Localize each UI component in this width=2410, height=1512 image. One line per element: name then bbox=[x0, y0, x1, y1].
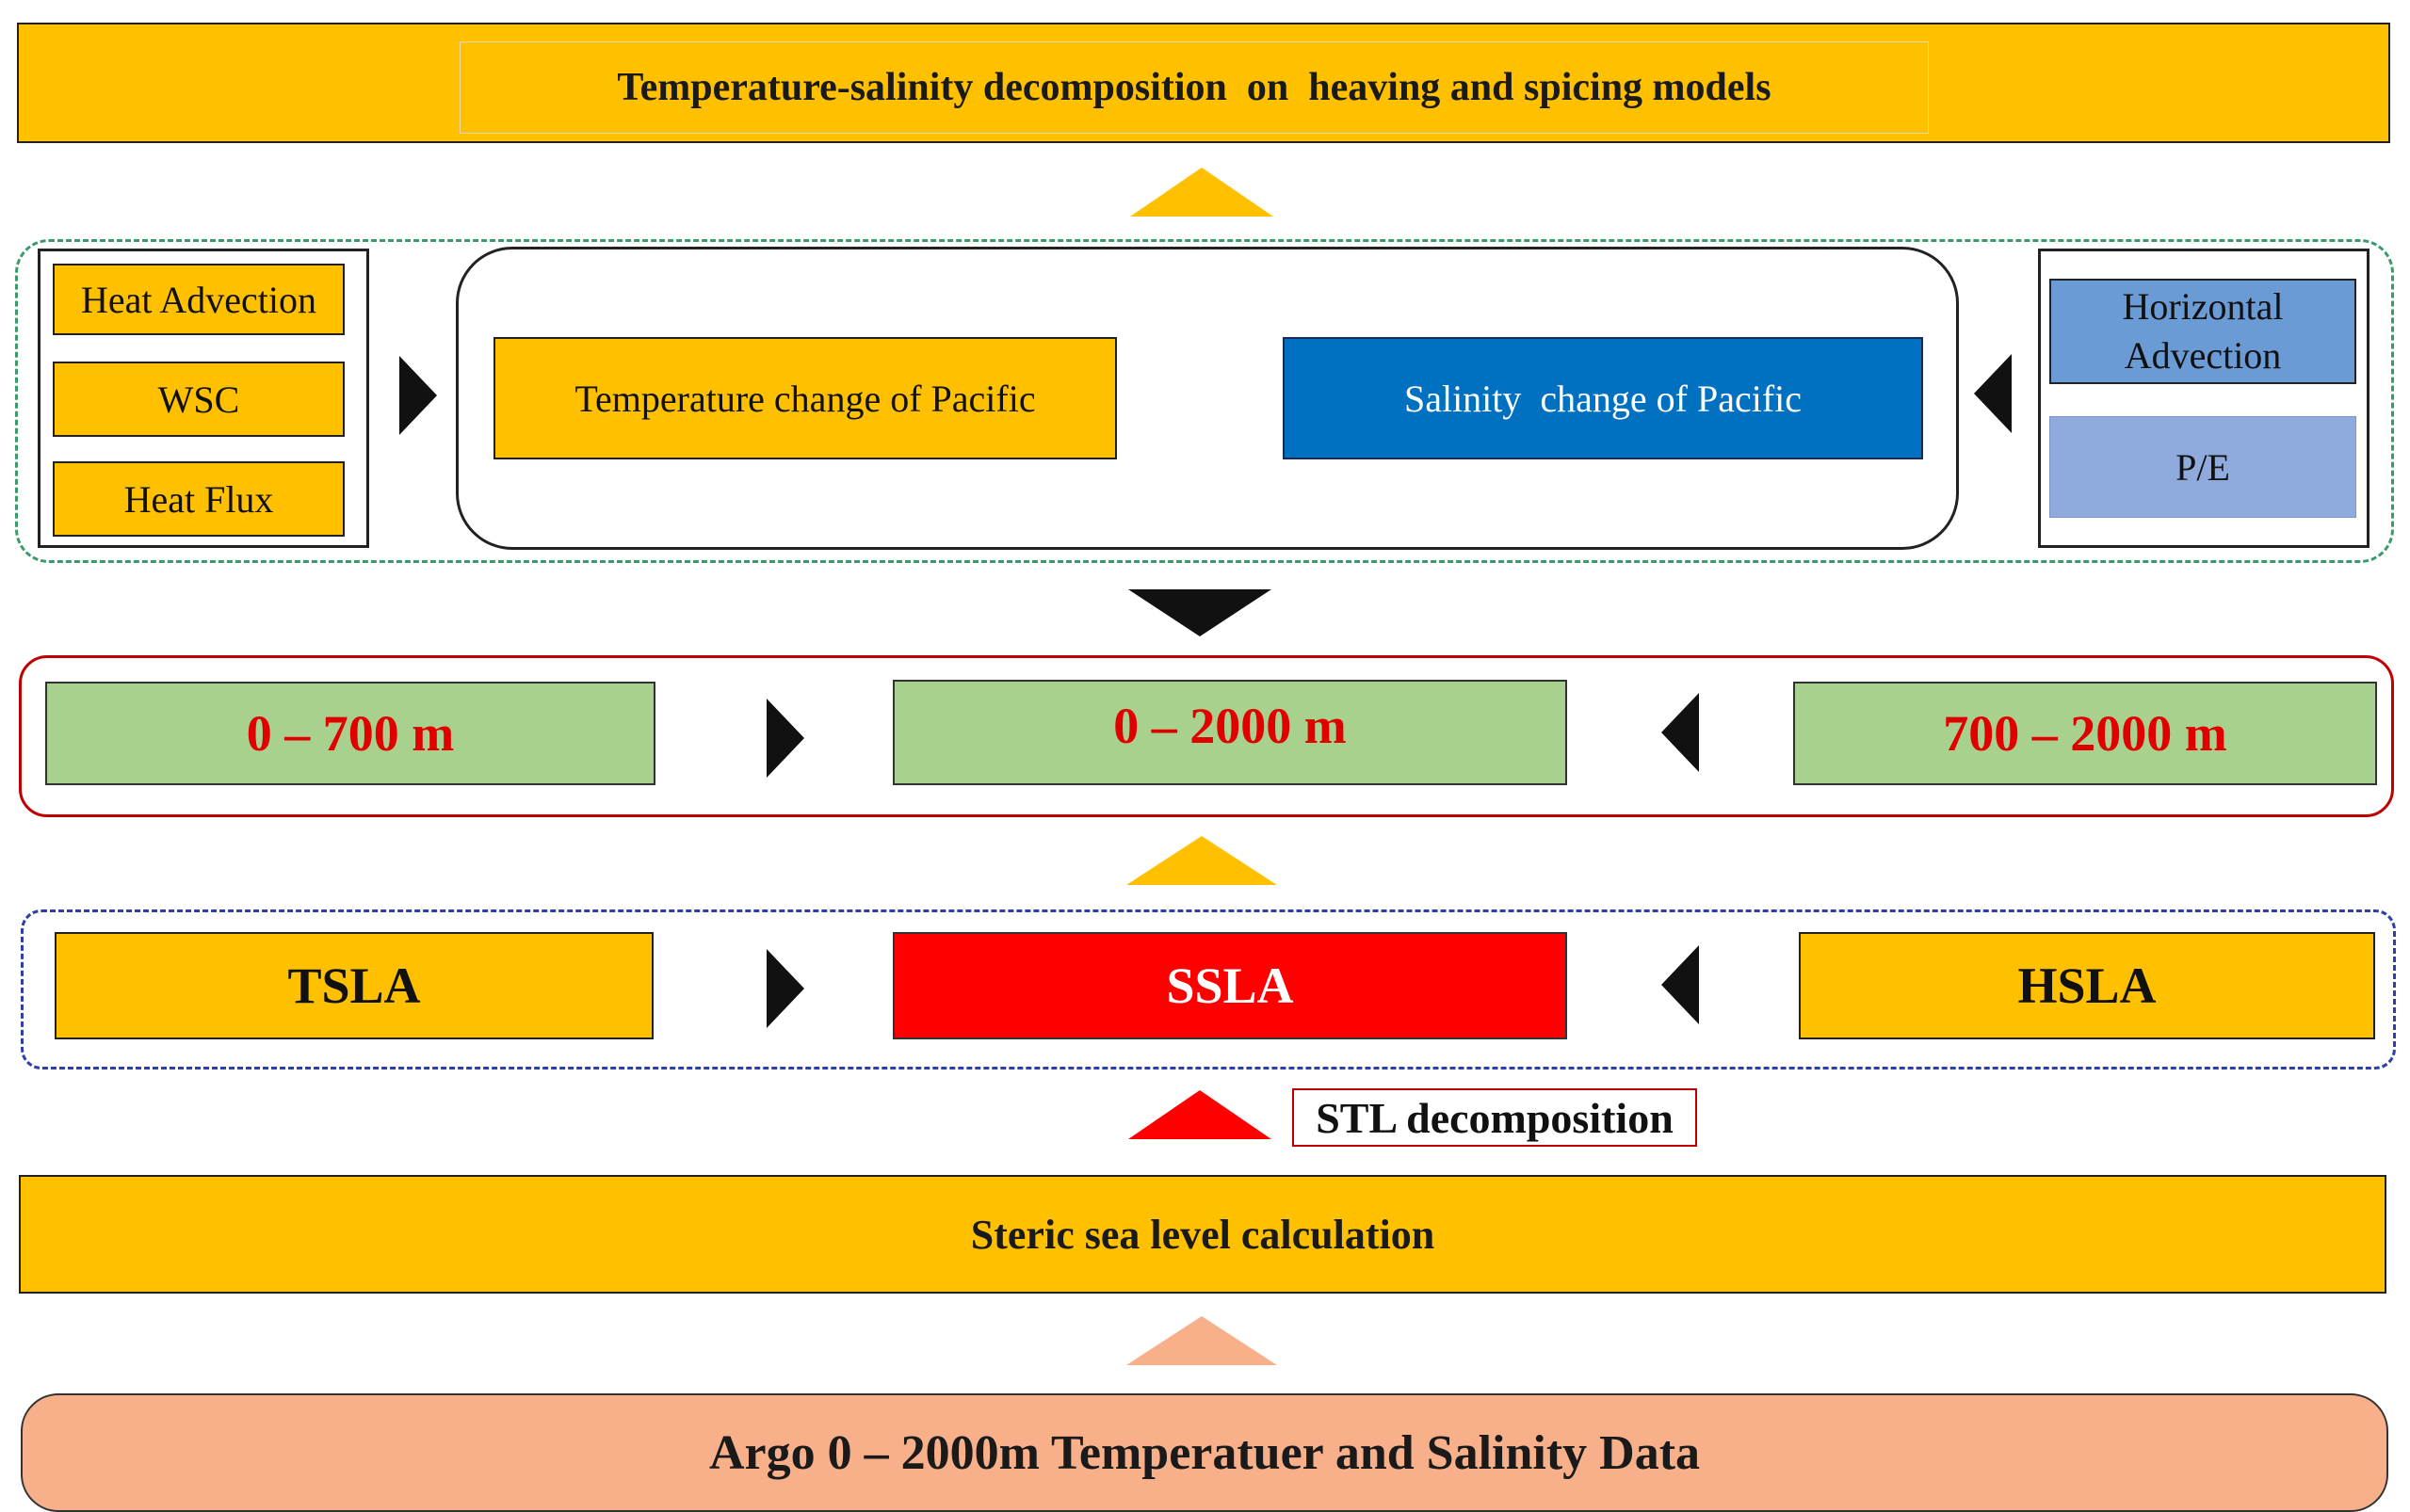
arrow-left-black-2-icon bbox=[1661, 693, 1699, 772]
arrow-up-peach-icon bbox=[1126, 1316, 1277, 1365]
depth-layer-0-2000: 0 – 2000 m bbox=[893, 680, 1567, 785]
driver-p-e: P/E bbox=[2049, 416, 2356, 518]
arrow-left-black-3-icon bbox=[1661, 945, 1699, 1024]
depth-layers-group bbox=[19, 655, 2394, 817]
arrow-up-red-icon bbox=[1128, 1090, 1271, 1139]
components-group bbox=[21, 909, 2396, 1070]
arrow-up-yellow-1-icon bbox=[1130, 168, 1273, 217]
driver-heat-flux: Heat Flux bbox=[53, 461, 345, 537]
arrow-right-black-3-icon bbox=[767, 949, 804, 1028]
factors-group bbox=[15, 239, 2394, 563]
argo-data-box: Argo 0 – 2000m Temperatuer and Salinity … bbox=[21, 1393, 2388, 1512]
arrow-up-yellow-2-icon bbox=[1126, 836, 1277, 885]
driver-wsc: WSC bbox=[53, 362, 345, 437]
driver-heat-advection: Heat Advection bbox=[53, 264, 345, 335]
top-banner bbox=[17, 23, 2390, 143]
depth-layer-700-2000: 700 – 2000 m bbox=[1793, 682, 2377, 785]
stl-decomposition-label: STL decomposition bbox=[1292, 1088, 1697, 1147]
arrow-down-black-icon bbox=[1128, 589, 1271, 636]
arrow-right-black-1-icon bbox=[399, 356, 437, 435]
top-banner-label: Temperature-salinity decomposition on he… bbox=[460, 41, 1929, 134]
component-tsla: TSLA bbox=[55, 932, 654, 1039]
driver-horizontal-advection: Horizontal Advection bbox=[2049, 279, 2356, 384]
arrow-right-black-2-icon bbox=[767, 699, 804, 778]
salinity-change-box: Salinity change of Pacific bbox=[1283, 337, 1923, 459]
temperature-change-box: Temperature change of Pacific bbox=[493, 337, 1117, 459]
component-ssla: SSLA bbox=[893, 932, 1567, 1039]
steric-calculation-box: Steric sea level calculation bbox=[19, 1175, 2386, 1294]
component-hsla: HSLA bbox=[1799, 932, 2375, 1039]
depth-layer-0-700: 0 – 700 m bbox=[45, 682, 655, 785]
arrow-left-black-1-icon bbox=[1974, 354, 2012, 433]
